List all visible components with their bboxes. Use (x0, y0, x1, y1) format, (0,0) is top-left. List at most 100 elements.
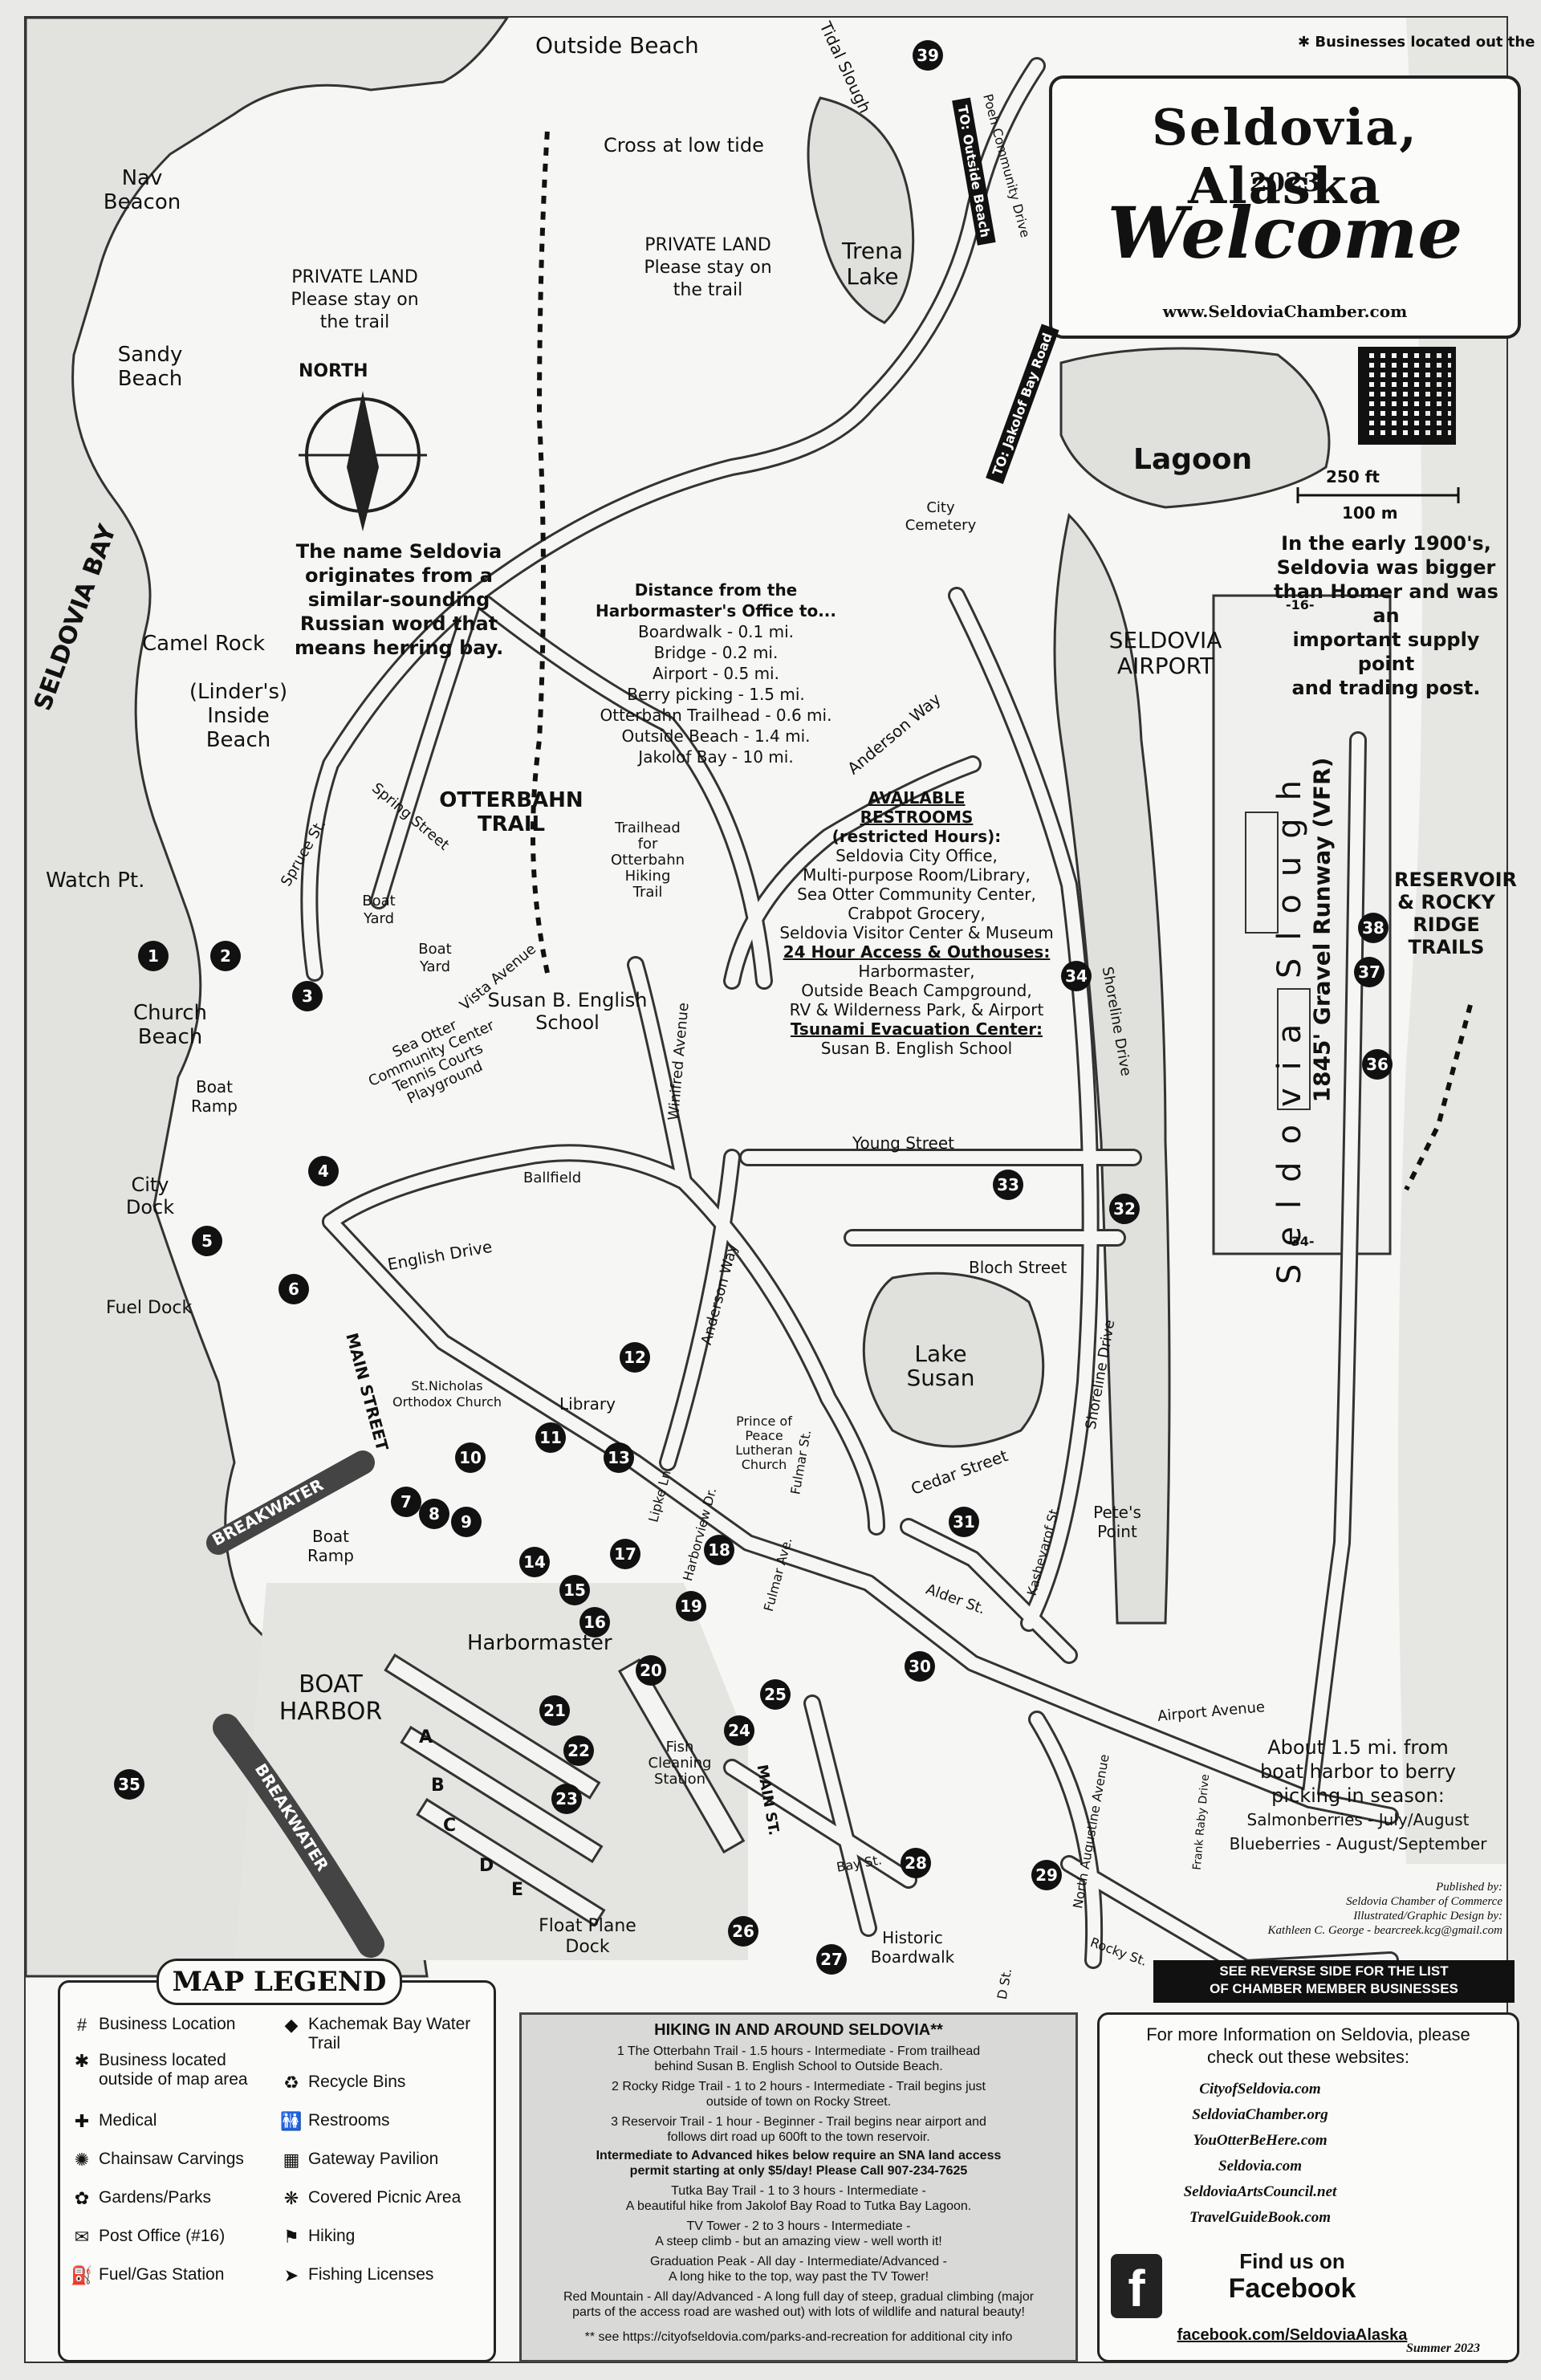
info-site-link[interactable]: SeldoviaChamber.org (1192, 2106, 1328, 2123)
business-marker[interactable]: 36 (1362, 1049, 1393, 1080)
recycle-icon: ♻ (283, 2073, 299, 2093)
hash-icon: # (76, 2015, 87, 2035)
info-site-link[interactable]: SeldoviaArtsCouncil.net (1183, 2183, 1337, 2200)
title-website[interactable]: www.SeldoviaChamber.com (1162, 302, 1408, 321)
legend-item: ✚Medical (71, 2111, 272, 2132)
church-line: Prince of (736, 1414, 792, 1429)
float-plane-line: Float Plane (539, 1916, 636, 1936)
business-marker[interactable]: 23 (551, 1784, 582, 1814)
business-marker[interactable]: 22 (563, 1735, 594, 1766)
business-marker[interactable]: 16 (579, 1607, 610, 1638)
business-marker[interactable]: 3 (292, 981, 323, 1011)
business-marker[interactable]: 34 (1061, 961, 1092, 991)
business-marker[interactable]: 21 (539, 1695, 570, 1726)
history-line: Seldovia was bigger (1276, 556, 1496, 579)
school-line: Susan B. English (487, 989, 648, 1011)
runway-apron-2 (1277, 988, 1311, 1110)
business-marker[interactable]: 28 (901, 1848, 931, 1878)
asterisk-icon: ✱ (74, 2051, 90, 2071)
church-line: Church (741, 1457, 787, 1472)
business-marker[interactable]: 38 (1358, 913, 1389, 943)
sandy-beach-line: Beach (117, 367, 183, 391)
tsunami-heading: Tsunami Evacuation Center: (790, 1019, 1043, 1039)
boat-yard-line: Boat (418, 941, 452, 958)
boat-harbor-line: HARBOR (279, 1698, 383, 1726)
seldovia-slough-label: Seldovia Slough (1271, 762, 1309, 1285)
library-label: Library (559, 1394, 616, 1414)
otterbahn-line: TRAIL (477, 812, 546, 836)
business-marker[interactable]: 18 (704, 1535, 734, 1565)
publisher-line: Illustrated/Graphic Design by: (1353, 1910, 1502, 1922)
business-marker[interactable]: 31 (949, 1507, 979, 1537)
float-plane-dock-label: Float Plane Dock (523, 1916, 652, 1958)
restrooms-access-heading: 24 Hour Access & Outhouses: (783, 942, 1051, 962)
berry-note: About 1.5 mi. from boat harbor to berry … (1222, 1735, 1494, 1856)
business-marker[interactable]: 1 (138, 941, 169, 971)
season-label: Summer 2023 (1406, 2341, 1481, 2355)
hiking-line: A steep climb - but an amazing view - we… (655, 2235, 942, 2248)
legend-item-label: Business located outside of map area (99, 2051, 248, 2089)
business-marker[interactable]: 5 (192, 1226, 222, 1256)
petes-point-line: Point (1097, 1522, 1137, 1541)
restroom-location: Sea Otter Community Center, (797, 885, 1036, 904)
business-marker[interactable]: 32 (1109, 1194, 1140, 1224)
hiking-line: Intermediate to Advanced hikes below req… (596, 2149, 1002, 2162)
qr-code-top[interactable] (1358, 347, 1456, 445)
business-marker[interactable]: 20 (636, 1655, 666, 1686)
business-marker[interactable]: 4 (308, 1156, 339, 1186)
business-marker[interactable]: 13 (604, 1442, 634, 1473)
boat-ramp-line: Ramp (191, 1096, 238, 1116)
business-marker[interactable]: 33 (993, 1170, 1023, 1200)
business-marker[interactable]: 29 (1031, 1860, 1062, 1890)
reverse-side-banner: SEE REVERSE SIDE FOR THE LIST OF CHAMBER… (1153, 1960, 1515, 2003)
business-marker[interactable]: 9 (451, 1507, 482, 1537)
ballfield-label: Ballfield (523, 1170, 582, 1186)
business-marker[interactable]: 19 (676, 1591, 706, 1621)
info-site-link[interactable]: YouOtterBeHere.com (1193, 2132, 1328, 2149)
reservoir-line: & ROCKY (1397, 891, 1495, 913)
info-site-link[interactable]: Seldovia.com (1218, 2158, 1302, 2175)
cemetery-line: Cemetery (905, 517, 977, 534)
otterbahn-line: OTTERBAHN (439, 788, 583, 812)
restroom-icon: 🚻 (280, 2111, 303, 2131)
business-marker[interactable]: 15 (559, 1575, 590, 1605)
business-marker[interactable]: 37 (1354, 957, 1384, 987)
legend-item: 🚻Restrooms (280, 2111, 482, 2132)
boat-yard-line: Yard (419, 958, 451, 975)
info-site-link[interactable]: TravelGuideBook.com (1189, 2209, 1332, 2226)
business-marker[interactable]: 12 (620, 1342, 650, 1373)
legend-item-label: Kachemak Bay Water Trail (308, 2015, 471, 2052)
business-marker[interactable]: 11 (535, 1422, 566, 1453)
business-marker[interactable]: 35 (114, 1769, 144, 1800)
city-dock-line: City (131, 1174, 169, 1196)
facebook-icon[interactable]: f (1111, 2254, 1162, 2318)
business-marker[interactable]: 17 (610, 1539, 640, 1569)
hiking-line[interactable]: ** see https://cityofseldovia.com/parks-… (584, 2330, 1013, 2344)
info-site-link[interactable]: CityofSeldovia.com (1199, 2081, 1321, 2097)
lake-susan-label: Lake Susan (892, 1342, 989, 1390)
lagoon-label: Lagoon (1133, 443, 1253, 476)
title-year: 2023 (1249, 167, 1321, 197)
reservoir-line: RESERVOIR (1394, 869, 1517, 891)
business-marker[interactable]: 26 (728, 1916, 758, 1947)
business-marker[interactable]: 14 (519, 1547, 550, 1577)
business-marker[interactable]: 25 (760, 1679, 791, 1710)
business-marker[interactable]: 6 (279, 1274, 309, 1304)
business-marker[interactable]: 30 (905, 1651, 935, 1682)
business-marker[interactable]: 7 (391, 1487, 421, 1517)
restrooms-restricted-heading: (restricted Hours): (831, 827, 1002, 846)
distance-item: Berry picking - 1.5 mi. (627, 685, 805, 704)
business-marker[interactable]: 8 (419, 1499, 449, 1529)
facebook-url[interactable]: facebook.com/SeldoviaAlaska (1177, 2326, 1408, 2344)
legend-item-label: Hiking (308, 2227, 356, 2245)
business-marker[interactable]: 2 (210, 941, 241, 971)
business-marker[interactable]: 39 (913, 40, 943, 71)
private-land-line: the trail (673, 280, 743, 300)
distance-heading: Distance from the (634, 580, 798, 600)
south-breakwater (213, 1714, 384, 1958)
business-marker[interactable]: 27 (816, 1944, 847, 1975)
dock-letter: C (443, 1816, 457, 1836)
business-marker[interactable]: 10 (455, 1442, 486, 1473)
petes-point-label: Pete's Point (1077, 1503, 1157, 1541)
business-marker[interactable]: 24 (724, 1715, 754, 1746)
